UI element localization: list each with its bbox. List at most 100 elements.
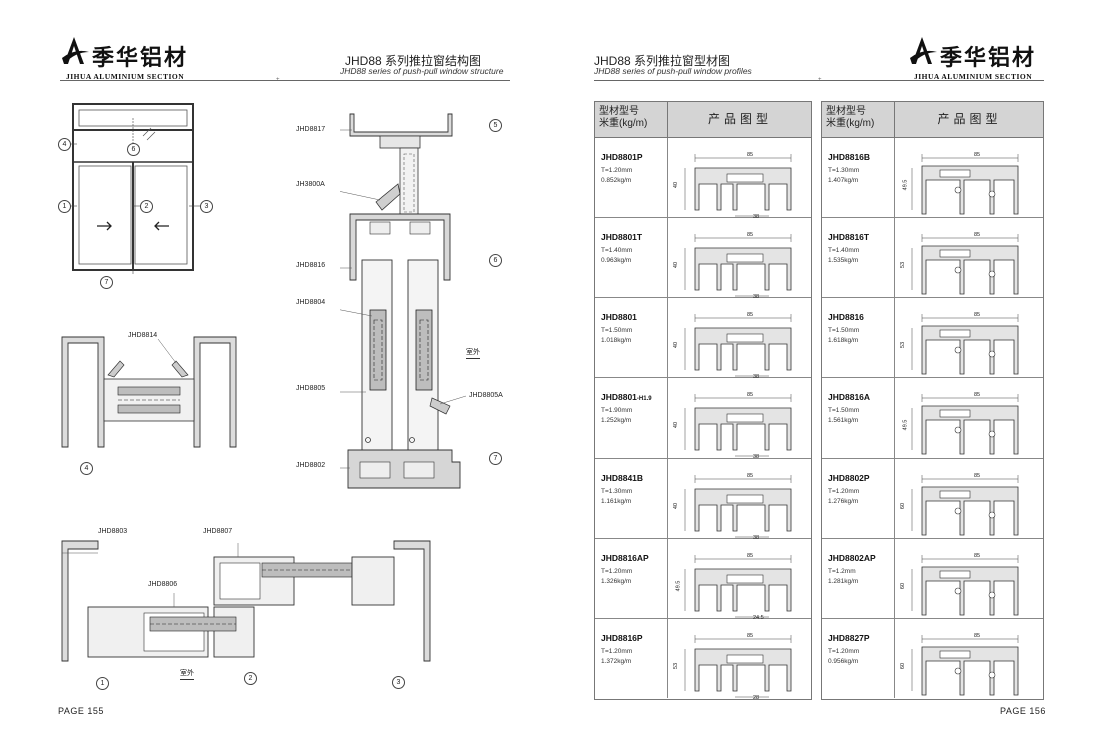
dimension-label: 85 bbox=[747, 312, 754, 319]
header-model-weight: 型材型号米重(kg/m) bbox=[822, 102, 895, 137]
left-page-subtitle: JHD88 series of push-pull window structu… bbox=[340, 66, 504, 76]
dimension-label: 38 bbox=[753, 534, 760, 541]
vertical-section-diagram bbox=[340, 113, 467, 489]
weight: 1.161kg/m bbox=[601, 497, 632, 505]
label-jhd8806: JHD8806 bbox=[148, 581, 178, 588]
thickness: T=1.20mm bbox=[601, 567, 633, 575]
right-page-subtitle: JHD88 series of push-pull window profile… bbox=[594, 66, 752, 76]
dimension-label: 49.5 bbox=[902, 179, 909, 191]
profile-drawing bbox=[911, 154, 1019, 215]
right-header-rule bbox=[594, 80, 1044, 81]
model-cell: JHD8841B T=1.30mm 1.161kg/m bbox=[595, 458, 668, 538]
model-name-wrap: JHD8801-H1.9 bbox=[601, 392, 667, 402]
label-jhd8814: JHD8814 bbox=[128, 332, 158, 339]
thickness: T=1.30mm bbox=[828, 167, 860, 174]
brand-subtitle: JIHUA ALUMINIUM SECTION bbox=[66, 72, 185, 81]
thickness: T=1.20mm bbox=[828, 487, 860, 495]
dimension-label: 40 bbox=[673, 342, 680, 349]
horizontal-section-diagram bbox=[61, 540, 431, 662]
left-page-number: PAGE 155 bbox=[58, 706, 104, 716]
right-logo: 季华铝材 JIHUA ALUMINIUM SECTION bbox=[908, 36, 1048, 84]
elevation-marker-4: 4 bbox=[58, 138, 71, 151]
model-name: JHD8816A bbox=[828, 392, 871, 403]
dimension-label: 49.5 bbox=[675, 580, 682, 592]
window-elevation-diagram bbox=[69, 103, 201, 274]
right-page-number: PAGE 156 bbox=[1000, 706, 1046, 716]
model-name: JHD8816 bbox=[828, 312, 864, 323]
section-marker-3: 3 bbox=[392, 676, 405, 689]
profile-drawing bbox=[684, 234, 792, 297]
dimension-label: 85 bbox=[747, 152, 754, 158]
section-marker-2: 2 bbox=[244, 672, 257, 685]
section-marker-6: 6 bbox=[489, 254, 502, 267]
brand-logo-icon bbox=[910, 37, 937, 64]
model-name: JHD8827P bbox=[828, 632, 870, 643]
model-cell: JHD8816B T=1.30mm 1.407kg/m bbox=[822, 138, 895, 218]
dimension-label: 85 bbox=[747, 552, 754, 559]
dimension-label: 38 bbox=[753, 294, 760, 301]
weight: 0.956kg/m bbox=[828, 657, 859, 665]
profile-drawing bbox=[684, 474, 792, 537]
model-name: JHD8816AP bbox=[601, 552, 649, 563]
right-page-title: JHD88 系列推拉窗型材图 bbox=[594, 54, 731, 68]
thickness: T=1.20mm bbox=[601, 647, 633, 655]
thickness: T=1.90mm bbox=[601, 407, 633, 415]
dimension-label: 85 bbox=[974, 392, 981, 399]
profile-drawing bbox=[911, 234, 1019, 295]
model-name: JHD8801P bbox=[601, 152, 643, 162]
model-name: JHD8841B bbox=[601, 472, 644, 483]
dimension-label: 40 bbox=[673, 262, 680, 269]
thickness: T=1.20mm bbox=[601, 167, 633, 174]
thickness: T=1.30mm bbox=[601, 487, 633, 495]
profile-drawing bbox=[911, 554, 1019, 616]
dimension-label: 60 bbox=[900, 662, 907, 669]
table-header: 型材型号米重(kg/m) 产品图型 bbox=[595, 102, 811, 138]
dimension-label: 60 bbox=[900, 502, 907, 509]
weight: 1.018kg/m bbox=[601, 337, 632, 345]
brand-logo-icon bbox=[62, 37, 89, 64]
header-profile: 产品图型 bbox=[937, 112, 1002, 126]
model-name: JHD8816P bbox=[601, 632, 643, 643]
dimension-label: 49.5 bbox=[902, 420, 909, 431]
section-marker-1: 1 bbox=[96, 677, 109, 690]
thickness: T=1.2mm bbox=[828, 567, 856, 575]
model-name: JHD8816B bbox=[828, 152, 871, 162]
dimension-label: 24.5 bbox=[753, 614, 764, 621]
dimension-label: 85 bbox=[747, 632, 754, 639]
label-jhd8807: JHD8807 bbox=[203, 528, 233, 535]
weight: 1.276kg/m bbox=[828, 497, 859, 505]
weight: 1.618kg/m bbox=[828, 337, 859, 345]
dimension-label: 85 bbox=[974, 232, 981, 239]
elevation-marker-6: 6 bbox=[127, 143, 140, 156]
model-suffix: -H1.9 bbox=[636, 396, 652, 403]
left-rule-marker-icon: + bbox=[276, 77, 280, 83]
profiles-table-right: 型材型号米重(kg/m) 产品图型 JHD8816B T=1.30mm 1.407k… bbox=[821, 101, 1044, 700]
label-jh3800a: JH3800A bbox=[296, 181, 325, 188]
model-name: JHD8801T bbox=[601, 232, 643, 243]
dimension-label: 53 bbox=[673, 662, 680, 669]
brand-name: 季华铝材 bbox=[92, 46, 189, 71]
weight: 1.407kg/m bbox=[828, 177, 859, 184]
left-logo: 季华铝材 JIHUA ALUMINIUM SECTION bbox=[60, 36, 200, 84]
